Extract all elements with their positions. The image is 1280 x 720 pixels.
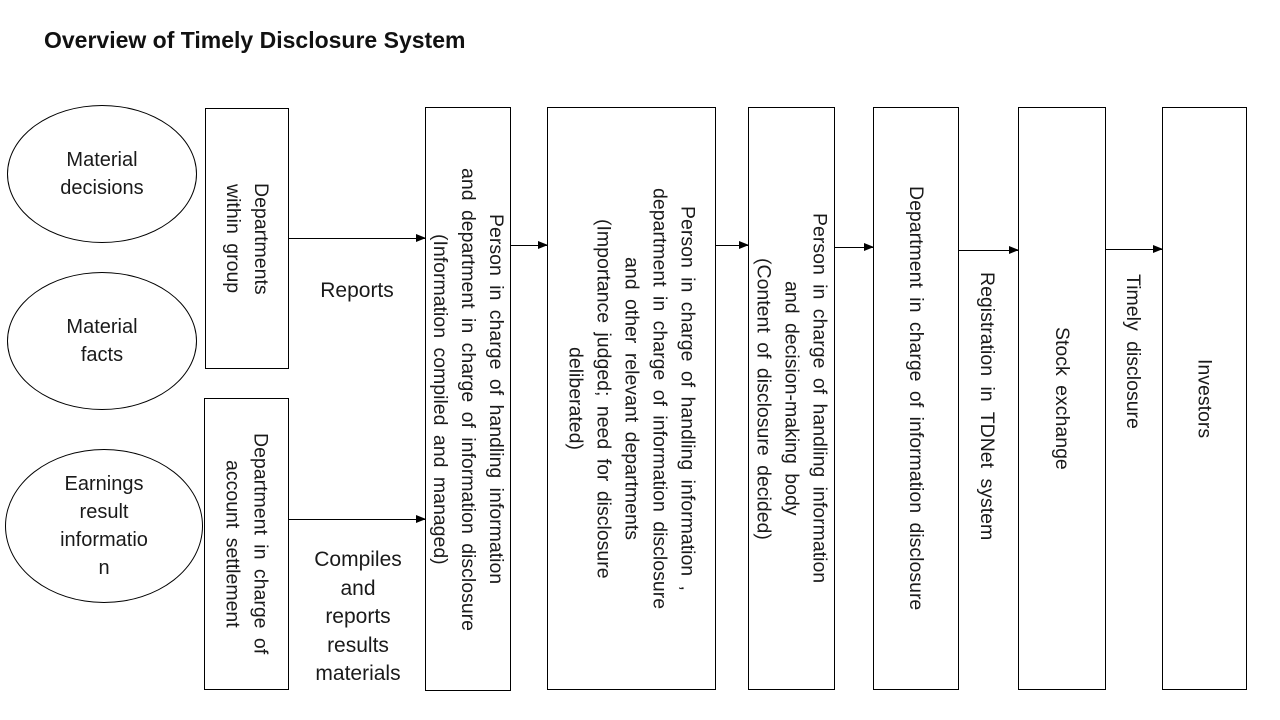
- box-decision-making-body: Person in charge of handling information…: [748, 107, 835, 690]
- ellipse-material-facts-label: Material facts: [66, 316, 138, 366]
- arrow-disclosure-dept-to-stock-exchange: [959, 246, 1019, 254]
- ellipse-material-facts: Material facts: [7, 272, 197, 410]
- box-info-handling-compiled: Person in charge of handling information…: [425, 107, 511, 691]
- label-timely-disclosure: Timely disclosure: [1122, 274, 1144, 429]
- box-departments-within-group: Departments within group: [205, 108, 289, 369]
- box-stock-exchange-label: Stock exchange: [1051, 327, 1073, 470]
- box-investors: Investors: [1162, 107, 1247, 690]
- box-importance-judged: Person in charge of handling information…: [547, 107, 716, 690]
- box-info-handling-compiled-label: Person in charge of handling information…: [429, 167, 507, 631]
- box-investors-label: Investors: [1193, 358, 1216, 439]
- ellipse-material-decisions: Material decisions: [7, 105, 197, 243]
- ellipse-earnings-result-information: Earnings result informatio n: [5, 449, 203, 603]
- label-tdnet-registration: Registration in TDNet system: [976, 272, 998, 541]
- box-department-account-settlement-label: Department in charge of account settleme…: [221, 433, 272, 655]
- arrow-settlement-to-handling: [289, 515, 426, 523]
- arrow-stock-exchange-to-investors: [1106, 245, 1163, 253]
- arrow-decision-to-disclosure-dept: [835, 243, 874, 251]
- box-department-account-settlement: Department in charge of account settleme…: [204, 398, 289, 690]
- ellipse-material-decisions-label: Material decisions: [60, 149, 144, 199]
- label-compiles-and-reports: Compiles and reports results materials: [314, 548, 402, 685]
- page-title: Overview of Timely Disclosure System: [44, 27, 466, 53]
- arrow-handling-to-judged: [511, 241, 548, 249]
- ellipse-earnings-result-information-label: Earnings result informatio n: [60, 473, 148, 579]
- box-importance-judged-label: Person in charge of handling information…: [564, 187, 699, 610]
- box-departments-within-group-label: Departments within group: [222, 182, 272, 295]
- label-reports: Reports: [320, 279, 394, 302]
- box-stock-exchange: Stock exchange: [1018, 107, 1106, 690]
- box-info-disclosure-department-label: Department in charge of information disc…: [905, 186, 927, 611]
- arrow-judged-to-decision: [716, 241, 749, 249]
- arrow-departments-to-handling: [289, 234, 426, 242]
- box-decision-making-body-label: Person in charge of handling information…: [752, 213, 831, 584]
- box-info-disclosure-department: Department in charge of information disc…: [873, 107, 959, 690]
